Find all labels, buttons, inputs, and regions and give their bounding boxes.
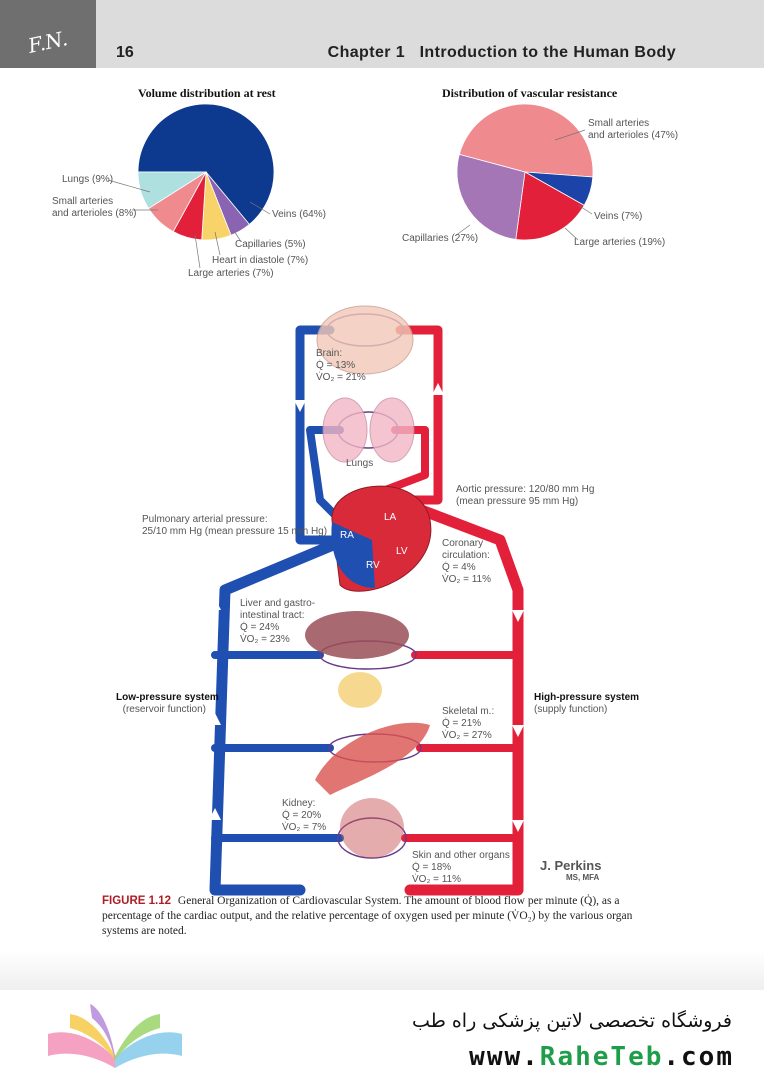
heart-right-side [331, 522, 375, 588]
label-small-arteries-1: Small arteries [52, 196, 114, 207]
figure-caption: FIGURE 1.12 General Organization of Card… [102, 894, 662, 939]
liver-label: Liver and gastro- intestinal tract: Q̇ =… [240, 598, 316, 645]
footer-shadow [0, 950, 764, 990]
volume-pie-leaders [107, 179, 271, 269]
left-lung-illustration [322, 397, 368, 463]
pie-slice-veins [137, 103, 275, 225]
lungs-label: Lungs [346, 458, 374, 469]
low-pressure-label: Low-pressure system (reservoir function) [116, 692, 219, 715]
leader-capillaries [229, 224, 241, 241]
label-veins-2: Veins (7%) [594, 211, 643, 222]
leader-capillaries-2 [454, 224, 471, 237]
chapter-label: Chapter 1 [327, 44, 406, 61]
brain-illustration [316, 305, 414, 375]
label-small-arteries-2b: and arterioles (47%) [588, 130, 679, 141]
leader-heart [214, 231, 221, 256]
label-large-arteries-2: Large arteries (19%) [574, 237, 666, 248]
book-logo-icon [48, 1004, 182, 1068]
kidney-label: Kidney: Q̇ = 20% V̇O₂ = 7% [282, 798, 327, 833]
label-heart: Heart in diastole (7%) [212, 255, 309, 266]
volume-chart-title: Volume distribution at rest [138, 86, 276, 100]
pie-slice-small-arteries-and-arterioles [458, 103, 594, 178]
artist-signature: J. Perkins [540, 858, 602, 873]
skin-label: Skin and other organs Q̇ = 18% V̇O₂ = 11… [412, 850, 510, 885]
kidney-illustration [340, 798, 404, 858]
store-name: فروشگاه تخصصی لاتین پزشکی راه طب [412, 1010, 732, 1032]
liver-illustration [305, 611, 409, 659]
arrow-up-icon [209, 598, 221, 610]
pie-slice-capillaries [456, 153, 526, 240]
page-header [0, 0, 764, 68]
skeletal-label: Skeletal m.: Q̇ = 21% V̇O₂ = 27% [442, 706, 495, 741]
store-footer [0, 990, 764, 1080]
arrow-up-icon [209, 713, 221, 725]
heart-ra-label: RA [340, 530, 354, 541]
label-small-arteries-2: and arterioles (8%) [52, 208, 137, 219]
circulation-diagram [209, 305, 524, 896]
arrow-down-icon [294, 400, 306, 412]
right-lung-illustration [369, 397, 415, 463]
leader-lungs [107, 179, 151, 193]
gi-tract-illustration [338, 672, 382, 708]
label-capillaries-2: Capillaries (27%) [402, 233, 479, 244]
leader-small-arteries-2 [554, 129, 586, 141]
leader-large-arteries-2 [564, 227, 579, 241]
high-pressure-label: High-pressure system (supply function) [534, 692, 640, 715]
chapter-title: Chapter 1 Introduction to the Human Body [328, 44, 676, 62]
header-logo-box: F.N. [0, 0, 96, 68]
leader-large-arteries [194, 234, 201, 269]
aorta-vessel [389, 494, 524, 896]
aortic-pressure-label: Aortic pressure: 120/80 mm Hg (mean pres… [456, 484, 595, 507]
heart-rv-label: RV [366, 560, 380, 571]
page-number: 16 [116, 44, 134, 61]
caption-text: General Organization of Cardiovascular S… [102, 895, 633, 937]
pie-slice-large-arteries [515, 171, 585, 241]
label-lungs: Lungs (9%) [62, 174, 114, 185]
volume-pie-chart [137, 103, 275, 241]
vein-upper-return [295, 325, 350, 545]
label-capillaries: Capillaries (5%) [235, 239, 306, 250]
pie-slice-lungs [137, 171, 208, 209]
arrow-down-icon [512, 820, 524, 832]
arrow-up-icon [432, 383, 444, 395]
resistance-pie-chart [456, 103, 594, 241]
label-large-arteries: Large arteries (7%) [188, 268, 274, 279]
resistance-pie-leaders [454, 129, 593, 241]
arrow-down-icon [512, 725, 524, 737]
arrow-down-icon [512, 610, 524, 622]
resistance-chart-title: Distribution of vascular resistance [442, 86, 618, 100]
label-veins: Veins (64%) [272, 209, 326, 220]
store-url[interactable]: www.RaheTeb.com [469, 1042, 734, 1072]
vena-cava-vessel [209, 534, 351, 896]
chapter-name: Introduction to the Human Body [419, 44, 676, 61]
artist-credential: MS, MFA [566, 873, 600, 882]
brain-label: Brain: Q̇ = 13% V̇O₂ = 21% [316, 348, 366, 383]
leader-veins-2 [577, 204, 593, 215]
muscle-illustration [315, 722, 430, 795]
arrow-up-icon [209, 808, 221, 820]
coronary-label: Coronary circulation: Q̇ = 4% V̇O₂ = 11% [442, 538, 491, 585]
leader-veins [249, 201, 271, 215]
pulmonary-pressure-label: Pulmonary arterial pressure: 25/10 mm Hg… [142, 514, 328, 537]
heart-la-label: LA [384, 512, 397, 523]
label-small-arteries-2a: Small arteries [588, 118, 650, 129]
figure-label: FIGURE 1.12 [102, 895, 172, 907]
heart-lv-label: LV [396, 546, 408, 557]
